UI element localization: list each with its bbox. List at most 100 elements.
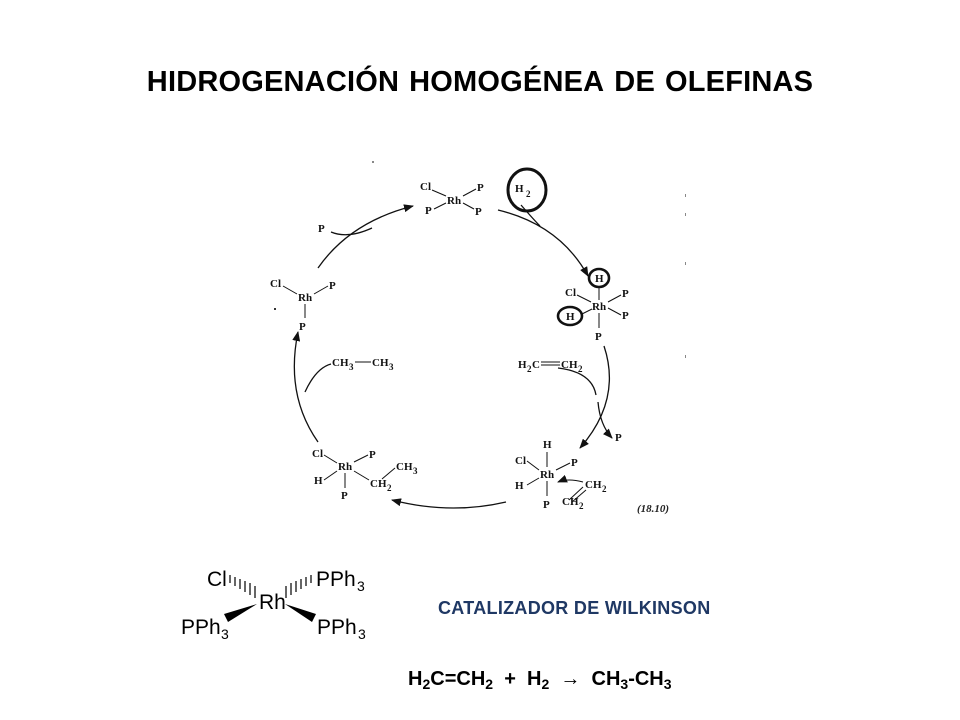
complex-rhclp3: Cl Rh P P P xyxy=(420,181,484,218)
scan-marks xyxy=(372,161,686,358)
c3-sub-b: 2 xyxy=(579,501,584,511)
wk-sub-bottom-right: 3 xyxy=(358,626,366,642)
wk-sub-bottom-left: 3 xyxy=(221,626,229,642)
arrow-ethane-release xyxy=(304,363,332,393)
arrow-p-loss xyxy=(597,401,613,439)
eq-plus: + xyxy=(504,668,516,690)
c1-cl: Cl xyxy=(420,181,431,193)
ethane-product: CH 3 CH 3 xyxy=(332,357,394,372)
c2-p-top: P xyxy=(622,288,629,300)
ethane-ch-b: CH xyxy=(372,357,389,369)
eq-s2: 2 xyxy=(485,676,494,692)
c4-rh: Rh xyxy=(338,461,352,473)
eth-sub-a: 2 xyxy=(527,364,532,374)
eq-dash: -CH xyxy=(628,668,664,690)
wk-hashed-bonds xyxy=(229,575,312,598)
c1-p-right: P xyxy=(475,206,482,218)
equation-reference: (18.10) xyxy=(637,503,669,515)
c2-p-bottom: P xyxy=(595,331,602,343)
ethane-sub-b: 3 xyxy=(389,362,394,372)
h2-reagent-h: H xyxy=(515,183,524,195)
wk-wedge-right xyxy=(285,604,316,622)
c3-sub-a: 2 xyxy=(602,484,607,494)
c2-rh: Rh xyxy=(592,301,606,313)
h2-reagent-sub: 2 xyxy=(526,189,531,199)
c2-cl: Cl xyxy=(565,287,576,299)
p-released: P xyxy=(615,432,622,444)
eq-h: H xyxy=(408,668,423,690)
overall-reaction: H2C=CH2 + H2 → CH3-CH3 xyxy=(408,668,808,691)
c1-rh: Rh xyxy=(447,195,461,207)
title-word-3: DE xyxy=(614,66,655,98)
complex-rhclp2: Cl Rh P P xyxy=(270,278,336,333)
wk-pph-bottom-left: PPh xyxy=(181,616,221,639)
c4-p-top: P xyxy=(369,449,376,461)
eq-ch3a: CH xyxy=(591,668,621,690)
arrow-c3-to-c4 xyxy=(391,498,507,509)
complex-h2rhclp3: H H Cl Rh P P P xyxy=(556,267,629,343)
c3-p-top: P xyxy=(571,457,578,469)
slide-title: HIDROGENACIÓN HOMOGÉNEA DE OLEFINAS xyxy=(0,66,960,99)
ethylene-reagent: H 2 C CH 2 xyxy=(518,359,583,374)
c4-ch2: CH xyxy=(370,478,387,490)
title-word-2: HOMOGÉNEA xyxy=(409,66,605,98)
arrow-c1-to-c2 xyxy=(497,209,589,277)
c3-ch-a: CH xyxy=(585,479,602,491)
wk-sub-top-right: 3 xyxy=(357,578,365,594)
c3-rh: Rh xyxy=(540,469,554,481)
p-added: P xyxy=(318,223,325,235)
ethane-ch-a: CH xyxy=(332,357,349,369)
c4-h: H xyxy=(314,475,323,487)
title-word-1: HIDROGENACIÓN xyxy=(146,66,400,98)
eth-sub-b: 2 xyxy=(578,364,583,374)
eth-ch: CH xyxy=(561,359,578,371)
catalyst-name: CATALIZADOR DE WILKINSON xyxy=(438,598,711,618)
title-word-4: OLEFINAS xyxy=(664,66,814,98)
c5-cl: Cl xyxy=(270,278,281,290)
eq-s4: 3 xyxy=(620,676,629,692)
wk-pph-top-right: PPh xyxy=(316,568,356,591)
c3-h-top: H xyxy=(543,439,552,451)
wk-wedge-left xyxy=(224,604,257,622)
arrow-ethylene-addition xyxy=(557,367,597,396)
eq-s3: 2 xyxy=(541,676,550,692)
eq-s1: 2 xyxy=(422,676,431,692)
wk-cl: Cl xyxy=(207,568,227,591)
eq-arrow: → xyxy=(560,668,581,690)
arrow-c4-to-c5 xyxy=(292,331,319,443)
complex-h2rhclp2-ethylene: H Cl Rh P H P CH 2 CH 2 xyxy=(515,439,607,511)
eq-s5: 3 xyxy=(663,676,672,692)
arrow-c5-to-c1 xyxy=(317,204,414,269)
eth-h: H xyxy=(518,359,527,371)
c5-p-bottom: P xyxy=(299,321,306,333)
h2-reagent: H 2 xyxy=(506,167,548,213)
c2-h-left: H xyxy=(566,311,575,323)
c3-ch-b: CH xyxy=(562,496,579,508)
complex-hrhclp2-ethyl: Cl Rh P H P CH 3 CH 2 xyxy=(312,448,418,502)
c3-p-bottom: P xyxy=(543,499,550,511)
wk-rh: Rh xyxy=(259,591,286,614)
c4-sub2: 2 xyxy=(387,483,392,493)
c1-p-left: P xyxy=(425,205,432,217)
c4-p-bottom: P xyxy=(341,490,348,502)
eth-c: C xyxy=(532,359,540,371)
c5-p-top: P xyxy=(329,280,336,292)
arrow-p-addition xyxy=(330,227,373,236)
wilkinson-structure: Cl Rh PPh 3 PPh 3 PPh 3 xyxy=(181,568,366,642)
c5-rh: Rh xyxy=(298,292,312,304)
ethane-sub-a: 3 xyxy=(349,362,354,372)
c1-p-top: P xyxy=(477,182,484,194)
cycle-arrows xyxy=(292,204,613,509)
c4-sub3: 3 xyxy=(413,466,418,476)
c2-h-top: H xyxy=(595,273,604,285)
arrow-c2-to-c3 xyxy=(579,345,611,449)
c4-cl: Cl xyxy=(312,448,323,460)
c4-ch3: CH xyxy=(396,461,413,473)
c3-cl: Cl xyxy=(515,455,526,467)
eq-c1: C=CH xyxy=(430,668,486,690)
wk-pph-bottom-right: PPh xyxy=(317,616,357,639)
arrow-h2-addition xyxy=(520,204,541,227)
c3-h-low: H xyxy=(515,480,524,492)
